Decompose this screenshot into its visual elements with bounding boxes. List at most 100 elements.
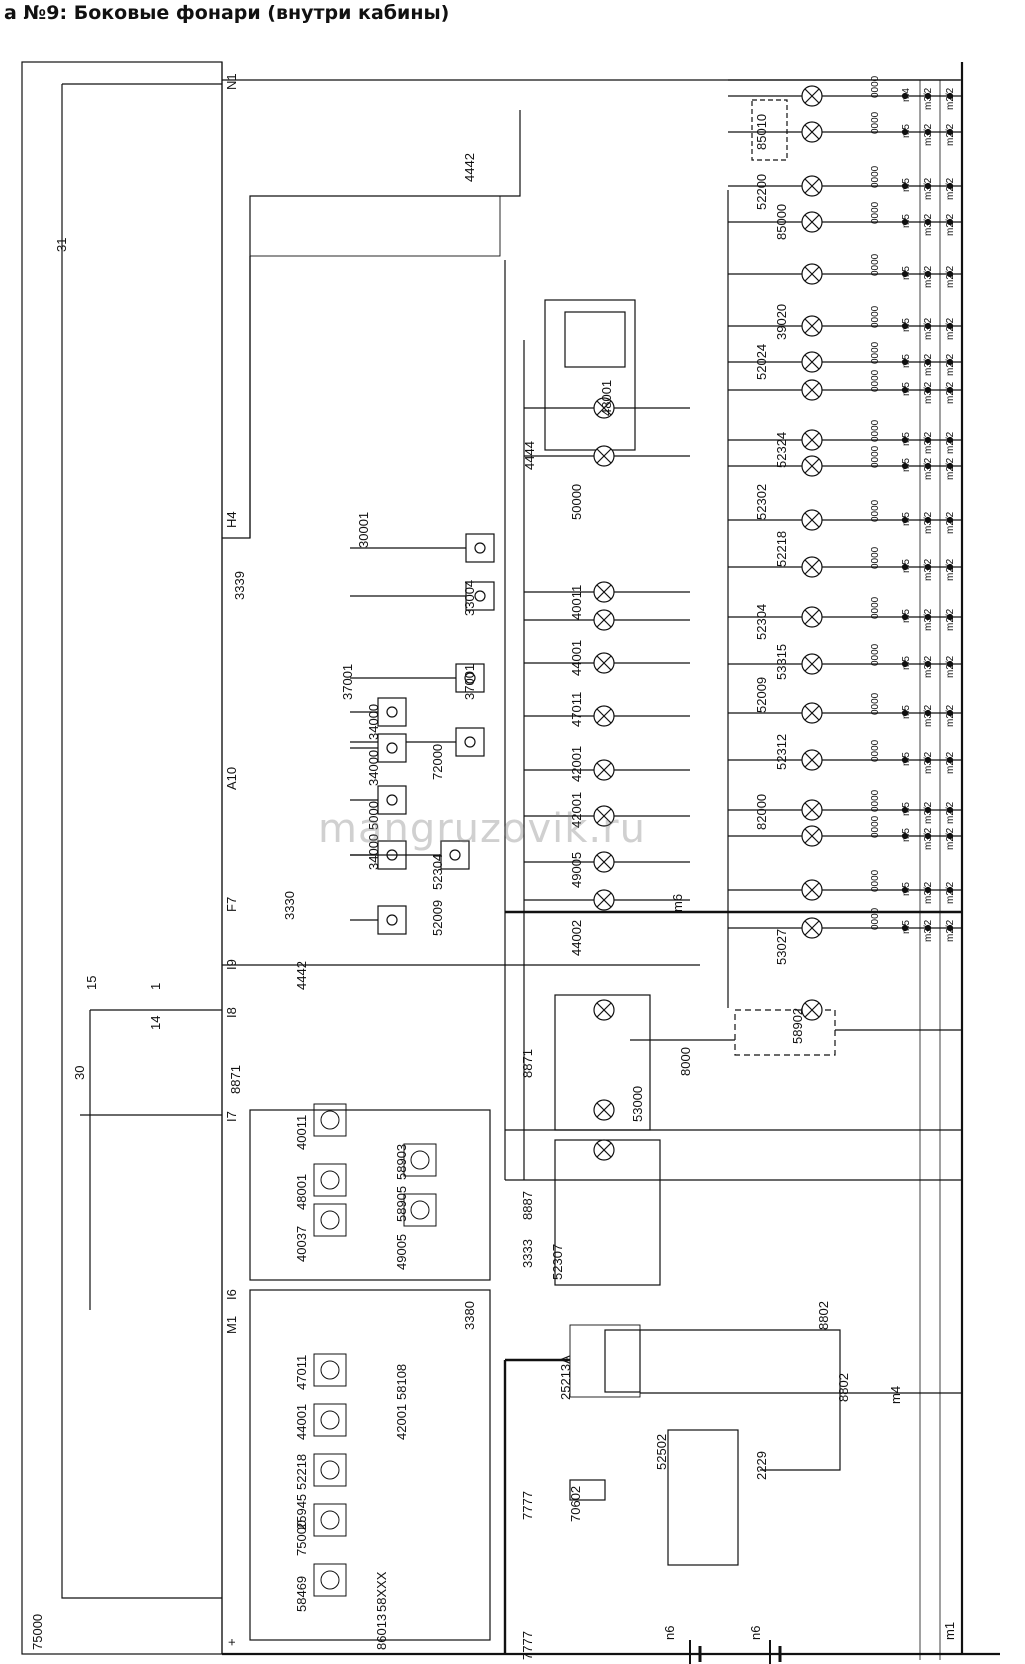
right-lamp-code: 52024 — [754, 344, 769, 380]
switch-code: 5000 — [366, 801, 381, 830]
ground-m32-label: m3/2 — [923, 317, 934, 340]
ground-m32-label: m3/2 — [923, 265, 934, 288]
gauge-icon — [313, 1103, 347, 1137]
mid-42001b: 42001 — [569, 792, 584, 828]
gauge-icon — [313, 1163, 347, 1197]
right-lamp-icon — [801, 315, 823, 337]
panel-code: 58469 — [294, 1576, 309, 1612]
gauge-icon — [313, 1563, 347, 1597]
right-lamp-code: 39020 — [774, 304, 789, 340]
right-lamp-code: 52200 — [754, 174, 769, 210]
wire-3330: 3330 — [282, 891, 297, 920]
switch-code: 30001 — [356, 512, 371, 548]
watermark: mangruzovik.ru — [318, 806, 646, 852]
switch-code: 34000 — [366, 750, 381, 786]
switch-code: 33004 — [462, 580, 477, 616]
ground-m32-label: m3/2 — [923, 751, 934, 774]
panel-code: 44001 — [294, 1404, 309, 1440]
panel-code: 58905 — [394, 1186, 409, 1222]
ground-m32-label: m3/2 — [923, 511, 934, 534]
right-lamp-icon — [801, 175, 823, 197]
wire-8000: 8000 — [678, 1047, 693, 1076]
ground-wire-code: 0000 — [870, 165, 881, 188]
switch-code: 34000 — [366, 704, 381, 740]
right-lamp-code: 85000 — [774, 204, 789, 240]
ground-m22-label: m2/2 — [945, 123, 956, 146]
wire-8802-side: 8802 — [836, 1373, 851, 1402]
panel-labels: 4001148001400375890358905490055810842001… — [294, 1103, 437, 1650]
ground-wire-code: 0000 — [870, 815, 881, 838]
ground-n6-b: n6 — [748, 1626, 763, 1640]
ground-m22-label: m2/2 — [945, 431, 956, 454]
wire-31-label: 31 — [54, 238, 69, 252]
switch-sun-icon — [455, 727, 485, 757]
right-lamp-icon — [801, 749, 823, 771]
component-25213a: 25213A — [558, 1355, 573, 1400]
ground-m32-label: m3/2 — [923, 431, 934, 454]
switch-lamp-icon — [593, 1099, 615, 1121]
ground-m-label: m5 — [901, 266, 912, 280]
ground-m32-label: m3/2 — [923, 827, 934, 850]
wire-4444: 4444 — [522, 441, 537, 470]
right-lamp-icon — [801, 702, 823, 724]
mid-49005: 49005 — [569, 852, 584, 888]
panel-code: 86013 — [374, 1614, 389, 1650]
rotated-labels: 31 15 30 75000 N1 H4 A10 F7 I9 I8 I7 I6 … — [30, 73, 957, 1660]
connector-i6: I6 — [224, 1289, 239, 1300]
ground-wire-code: 0000 — [870, 201, 881, 224]
right-lamp-icon — [801, 379, 823, 401]
wire-30-label: 30 — [72, 1066, 87, 1080]
ground-wire-code: 0000 — [870, 419, 881, 442]
ground-wire-code: 0000 — [870, 305, 881, 328]
ground-wire-code: 0000 — [870, 907, 881, 930]
right-lamp-icon — [801, 85, 823, 107]
ground-m-label: m5 — [901, 124, 912, 138]
ground-m-label: m5 — [901, 432, 912, 446]
wire-4442-top: 4442 — [462, 153, 477, 182]
middle-lamp-icon — [593, 851, 615, 873]
ground-m32-label: m3/2 — [923, 381, 934, 404]
ground-wire-code: 0000 — [870, 75, 881, 98]
panel-code: 48001 — [294, 1174, 309, 1210]
mid-47011: 47011 — [569, 692, 584, 727]
ground-m22-label: m2/2 — [945, 881, 956, 904]
ground-m-label: m5 — [901, 882, 912, 896]
mid-50000: 50000 — [569, 484, 584, 520]
mid-40011: 40011 — [569, 585, 584, 620]
mid-44002: 44002 — [569, 920, 584, 956]
ground-m32-label: m3/2 — [923, 558, 934, 581]
right-lamp-code: 52304 — [754, 604, 769, 640]
ground-m22-label: m2/2 — [945, 558, 956, 581]
ground-wire-code: 0000 — [870, 369, 881, 392]
ground-m22-label: m2/2 — [945, 265, 956, 288]
connector-plus: + — [224, 1638, 239, 1646]
connector-a10: A10 — [224, 767, 239, 790]
ground-wire-code: 0000 — [870, 445, 881, 468]
gauge-icon — [403, 1193, 437, 1227]
ground-m-label: m5 — [901, 828, 912, 842]
ground-m32-label: m3/2 — [923, 881, 934, 904]
wire-3380: 3380 — [462, 1301, 477, 1330]
panel-code: 25945 — [294, 1494, 309, 1530]
ground-m32-label: m3/2 — [923, 655, 934, 678]
gauge-icon — [403, 1143, 437, 1177]
component-58902: 58902 — [790, 1008, 805, 1044]
left-frame — [21, 61, 223, 1655]
right-lamp-code: 52302 — [754, 484, 769, 520]
connector-n1: N1 — [224, 73, 239, 90]
ground-m-label: m5 — [901, 920, 912, 934]
switch-code: 34000 — [366, 834, 381, 870]
switch-sun-icon — [377, 905, 407, 935]
ground-m22-label: m2/2 — [945, 704, 956, 727]
indicator-lamp-icon — [801, 999, 823, 1021]
right-lamp-icon — [801, 429, 823, 451]
ground-m-label: m5 — [901, 178, 912, 192]
right-lamp-code: 52009 — [754, 677, 769, 713]
panel-code: 52218 — [294, 1454, 309, 1490]
component-70602: 70602 — [568, 1486, 583, 1522]
ground-m22-label: m2/2 — [945, 177, 956, 200]
gauge-icon — [313, 1453, 347, 1487]
